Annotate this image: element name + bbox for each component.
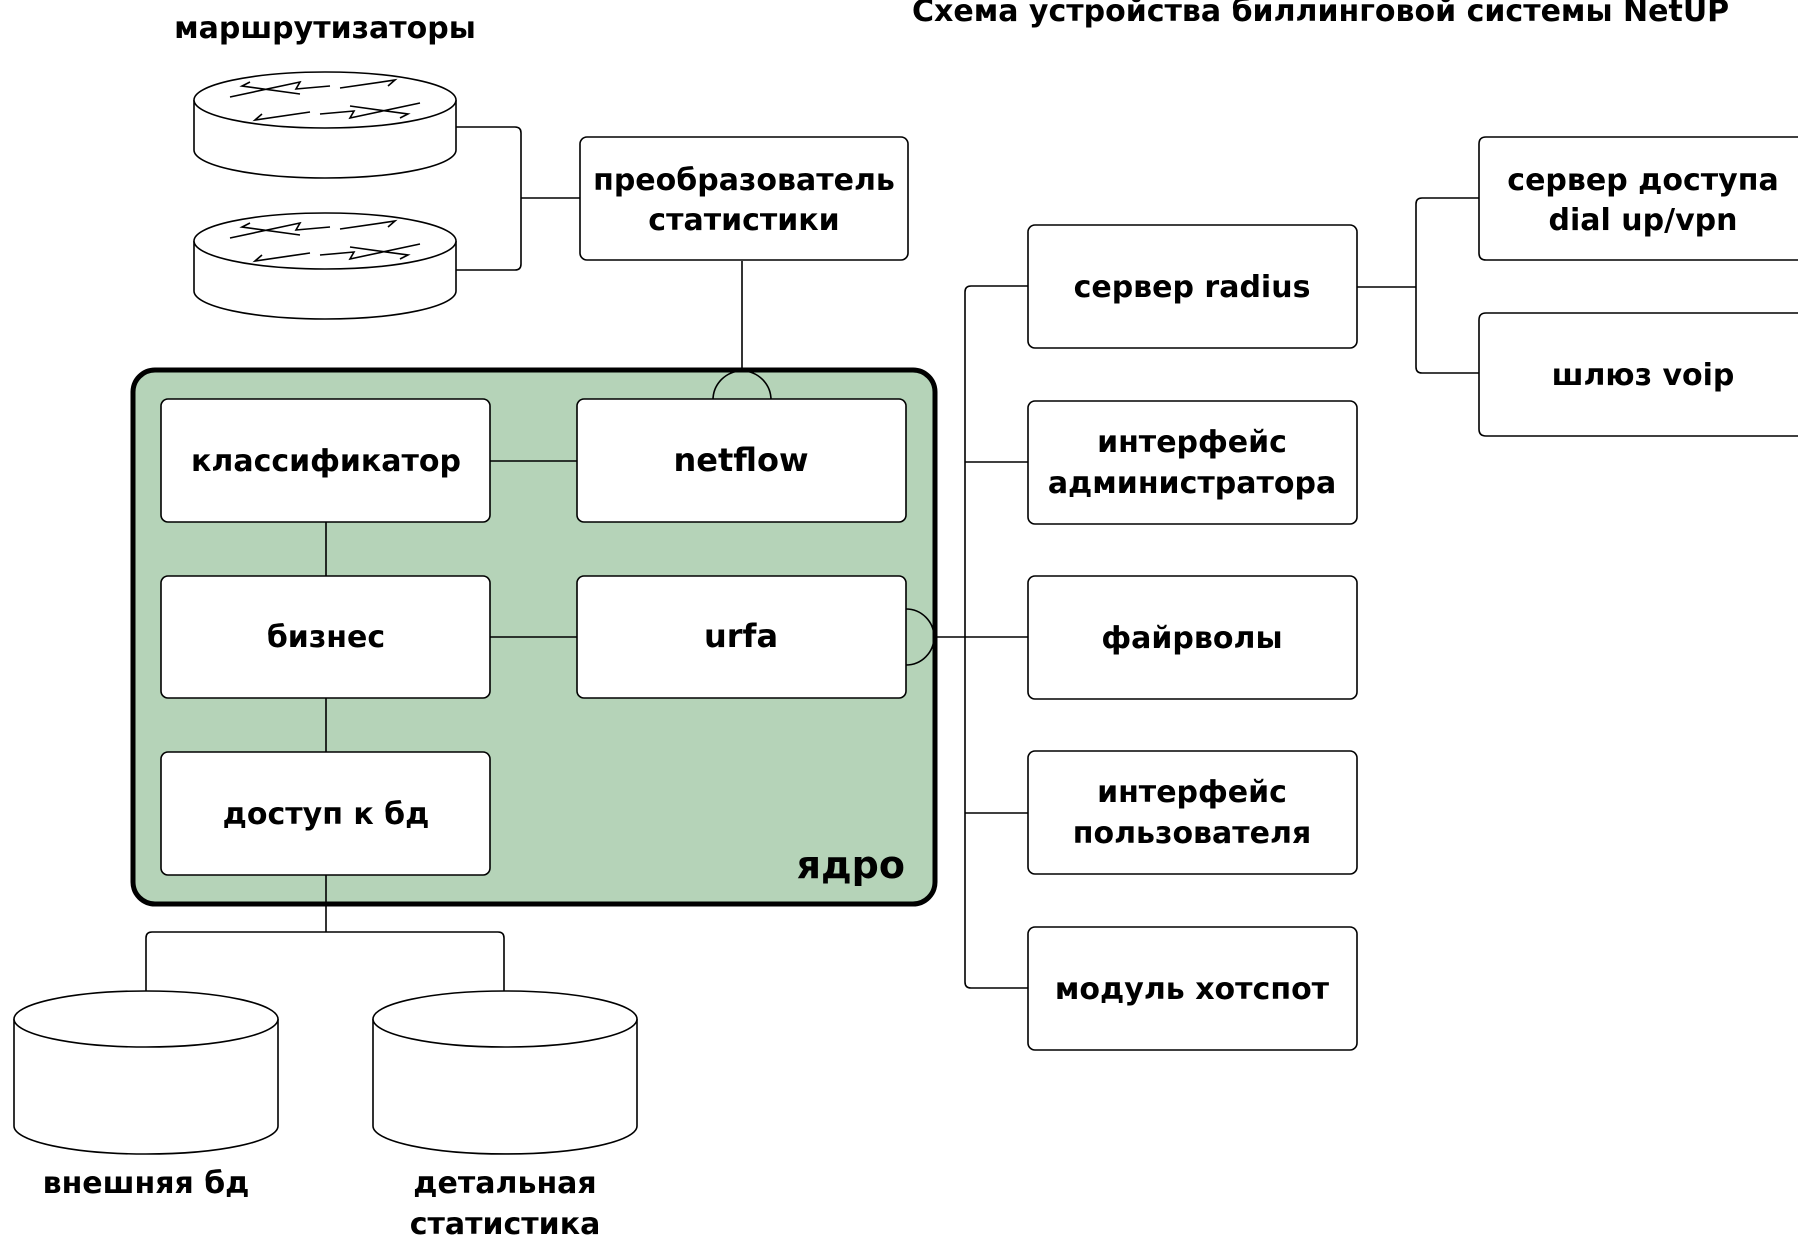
services-connectors — [934, 285, 1028, 989]
db-access-label: доступ к бд — [223, 797, 430, 832]
db-access-box: доступ к бд — [160, 751, 491, 876]
detailed-stats-label-line1: детальная — [413, 1166, 596, 1201]
external-db-cylinder: внешняя бд — [13, 990, 279, 1201]
router-icon — [193, 71, 457, 179]
database-connectors — [145, 875, 505, 995]
business-box: бизнес — [160, 575, 491, 699]
classifier-label: классификатор — [191, 444, 461, 479]
radius-server-label: сервер radius — [1074, 270, 1311, 305]
voip-gateway-box: шлюз voip — [1478, 312, 1798, 437]
access-connectors — [1357, 197, 1479, 374]
statistics-converter-box: преобразователь статистики — [579, 136, 909, 261]
business-label: бизнес — [267, 620, 385, 655]
urfa-label: urfa — [704, 617, 778, 655]
firewalls-label: файрволы — [1101, 621, 1282, 656]
hotspot-module-label: модуль хотспот — [1055, 972, 1330, 1007]
routers-label: маршрутизаторы — [174, 11, 476, 46]
firewalls-box: файрволы — [1027, 575, 1358, 700]
core-connectors — [325, 460, 577, 752]
core-label: ядро — [797, 843, 905, 887]
radius-server-box: сервер radius — [1027, 224, 1358, 349]
admin-interface-label-line2: администратора — [1048, 466, 1336, 501]
router-icon — [193, 212, 457, 320]
urfa-box: urfa — [576, 575, 907, 699]
user-interface-box: интерфейс пользователя — [1027, 750, 1358, 875]
router-connectors — [456, 126, 743, 373]
detailed-stats-label-line2: статистика — [410, 1207, 601, 1239]
user-interface-label-line2: пользователя — [1073, 816, 1312, 851]
netflow-box: netflow — [576, 398, 907, 523]
user-interface-label-line1: интерфейс — [1097, 775, 1287, 810]
admin-interface-box: интерфейс администратора — [1027, 400, 1358, 525]
external-db-label: внешняя бд — [43, 1166, 250, 1201]
converter-label-line2: статистики — [648, 203, 839, 238]
classifier-box: классификатор — [160, 398, 491, 523]
dialup-access-server-box: сервер доступа dial up/vpn — [1478, 136, 1798, 261]
netflow-label: netflow — [673, 441, 808, 479]
detailed-stats-cylinder: детальная статистика — [372, 990, 638, 1239]
diagram-title: Схема устройства биллинговой системы Net… — [912, 0, 1729, 29]
admin-interface-label-line1: интерфейс — [1097, 425, 1287, 460]
voip-gateway-label: шлюз voip — [1552, 358, 1735, 393]
dialup-access-label-line1: сервер доступа — [1507, 163, 1778, 198]
hotspot-module-box: модуль хотспот — [1027, 926, 1358, 1051]
dialup-access-label-line2: dial up/vpn — [1549, 203, 1738, 238]
converter-label-line1: преобразователь — [593, 163, 895, 198]
